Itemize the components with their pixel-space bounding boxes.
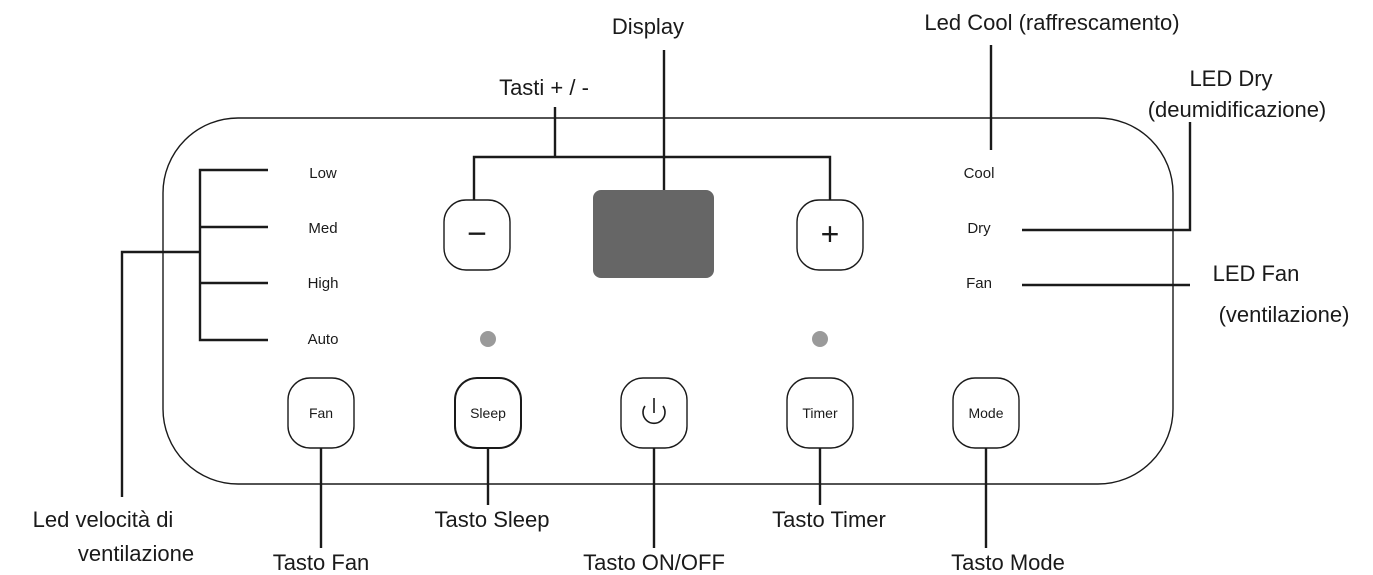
fan-button-label: Fan: [309, 405, 333, 421]
callout-plus-minus-keys: Tasti + / -: [499, 75, 589, 100]
callout-key-fan: Tasto Fan: [273, 550, 370, 575]
sleep-button[interactable]: Sleep: [454, 377, 522, 449]
timer-button-label: Timer: [802, 405, 838, 421]
led-dry-leader-line: [1022, 122, 1192, 232]
control-panel: [162, 117, 1174, 485]
speed-label-med: Med: [308, 220, 337, 237]
sleep-indicator-dot: [480, 331, 496, 347]
callout-key-power: Tasto ON/OFF: [583, 550, 725, 575]
callout-led-cool: Led Cool (raffrescamento): [924, 10, 1179, 35]
callout-display: Display: [612, 14, 684, 39]
mode-label-cool: Cool: [964, 165, 995, 182]
plus-minus-leader-line: [472, 107, 832, 200]
callout-key-timer: Tasto Timer: [772, 507, 886, 532]
speed-label-low: Low: [309, 165, 337, 182]
timer-button[interactable]: Timer: [786, 377, 854, 449]
mode-label-dry: Dry: [967, 220, 991, 237]
speed-label-high: High: [308, 275, 339, 292]
fan-button[interactable]: Fan: [287, 377, 355, 449]
minus-button[interactable]: −: [443, 199, 511, 271]
power-button[interactable]: [620, 377, 688, 449]
plus-icon: +: [821, 216, 840, 252]
callout-fan-speed-leds-line2: ventilazione: [78, 541, 194, 566]
callout-led-dry-line2: (deumidificazione): [1148, 97, 1327, 122]
callout-fan-speed-leds-line1: Led velocità di: [33, 507, 174, 532]
minus-icon: −: [467, 215, 487, 253]
callout-key-sleep: Tasto Sleep: [435, 507, 550, 532]
mode-button-label: Mode: [968, 405, 1003, 421]
callout-key-mode: Tasto Mode: [951, 550, 1065, 575]
callout-led-dry-line1: LED Dry: [1189, 66, 1272, 91]
callout-led-fan-line1: LED Fan: [1213, 261, 1300, 286]
callout-led-fan-line2: (ventilazione): [1219, 302, 1350, 327]
plus-button[interactable]: +: [796, 199, 864, 271]
sleep-button-label: Sleep: [470, 405, 506, 421]
power-icon: [642, 398, 666, 425]
fan-speed-leds-leader-line: [120, 168, 268, 497]
speed-label-auto: Auto: [308, 331, 339, 348]
display-screen: [593, 190, 714, 278]
mode-label-fan: Fan: [966, 275, 992, 292]
timer-indicator-dot: [812, 331, 828, 347]
mode-button[interactable]: Mode: [952, 377, 1020, 449]
